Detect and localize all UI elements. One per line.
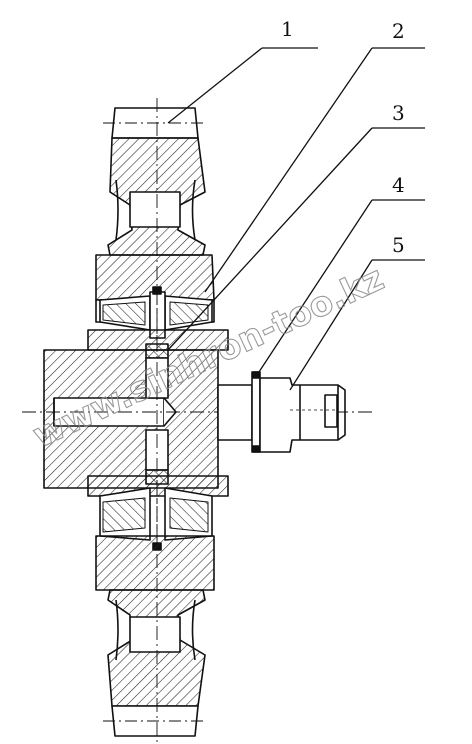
- callout-leader-2: [204, 47, 425, 293]
- callout-label-2: 2: [392, 19, 405, 43]
- callout-leader-3: [167, 127, 425, 351]
- callout-leader-5: [289, 259, 425, 391]
- callout-leader-4: [256, 199, 425, 376]
- tapered-roller-bearing-top: [99, 286, 213, 345]
- inner-ring-bottom: [87, 469, 229, 497]
- callout-label-3: 3: [392, 101, 405, 125]
- callout-label-1: 1: [281, 17, 294, 41]
- callout-label-5: 5: [392, 233, 405, 257]
- gear-rim-bottom: [103, 589, 206, 737]
- bearing-housing-bottom: [95, 535, 215, 591]
- callout-leader-1: [167, 47, 318, 124]
- gear-rim-top: [103, 107, 206, 256]
- output-shaft: [217, 371, 346, 453]
- callout-label-4: 4: [392, 173, 405, 197]
- tapered-roller-bearing-bottom: [99, 480, 213, 551]
